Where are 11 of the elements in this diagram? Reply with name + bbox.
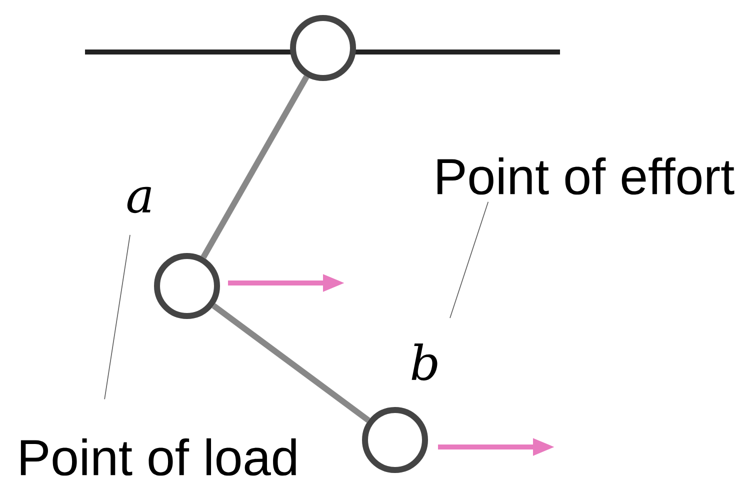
text-label: Point of effort [438,157,734,195]
joint-circle [362,407,428,473]
point-letter: b [412,343,438,380]
joint-circle [154,253,220,319]
joint-circle [290,15,356,81]
link-bar [200,75,310,259]
point-letter: a [127,186,152,214]
text-label: Point of load [20,438,296,476]
leader-line [450,201,489,318]
link-bar [212,303,370,423]
leader-line [104,234,130,400]
